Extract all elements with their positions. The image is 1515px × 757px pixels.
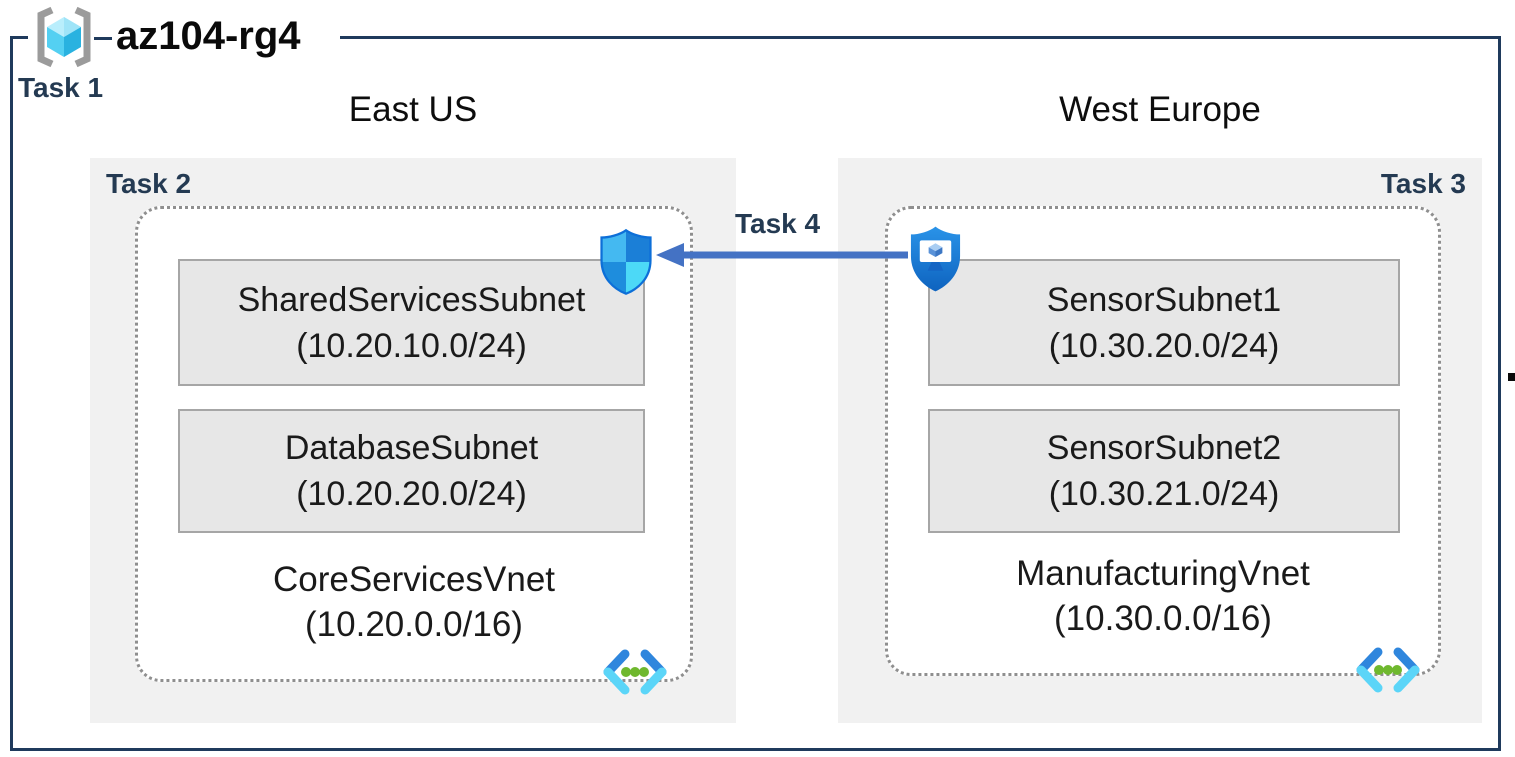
subnet-cidr: (10.30.20.0/24) (1048, 326, 1280, 365)
defender-shield-icon (600, 228, 652, 295)
border-line-stub (94, 37, 112, 40)
virtual-network-icon (1356, 647, 1420, 693)
edge-tick-mark (1508, 373, 1515, 381)
vnet-label-manufacturing: ManufacturingVnet (10.30.0.0/16) (888, 551, 1438, 641)
subnet-name: SensorSubnet1 (1046, 280, 1282, 319)
virtual-network-icon (603, 649, 667, 695)
subnet-cidr: (10.20.10.0/24) (296, 326, 527, 365)
region-box-west-europe: Task 3 SensorSubnet1 (10.30.20.0/24) Sen… (838, 158, 1482, 723)
top-border-gap (28, 33, 340, 43)
subnet-sensor1: SensorSubnet1 (10.30.20.0/24) (928, 259, 1400, 386)
vnet-name-text: CoreServicesVnet (272, 560, 556, 599)
vnet-name-text: ManufacturingVnet (1016, 554, 1310, 593)
subnet-cidr: (10.30.21.0/24) (1048, 475, 1280, 513)
resource-group-name: az104-rg4 (116, 14, 301, 58)
subnet-cidr: (10.20.20.0/24) (296, 475, 527, 513)
bastion-shield-icon (910, 226, 961, 292)
task3-label: Task 3 (1380, 168, 1466, 199)
subnet-name: SensorSubnet2 (1046, 429, 1282, 467)
vnet-cidr-text: (10.30.0.0/16) (1054, 599, 1272, 638)
region-title-west-europe: West Europe (1059, 90, 1261, 129)
vnet-label-coreservices: CoreServicesVnet (10.20.0.0/16) (138, 557, 690, 647)
task2-label: Task 2 (106, 168, 192, 199)
subnet-database: DatabaseSubnet (10.20.20.0/24) (178, 409, 645, 533)
subnet-sensor2: SensorSubnet2 (10.30.21.0/24) (928, 409, 1400, 533)
resource-group-icon (37, 6, 91, 68)
task4-label: Task 4 (735, 208, 821, 239)
peering-arrow (656, 243, 908, 267)
vnet-box-coreservices: SharedServicesSubnet (10.20.10.0/24) Dat… (135, 206, 693, 695)
task1-label: Task 1 (18, 72, 104, 103)
vnet-box-manufacturing: SensorSubnet1 (10.30.20.0/24) SensorSubn… (885, 206, 1441, 693)
subnet-name: SharedServicesSubnet (237, 280, 586, 319)
subnet-sharedservices: SharedServicesSubnet (10.20.10.0/24) (178, 259, 645, 386)
subnet-name: DatabaseSubnet (284, 429, 539, 467)
vnet-cidr-text: (10.20.0.0/16) (305, 605, 523, 644)
region-title-east-us: East US (348, 90, 478, 129)
resource-group-border (10, 36, 1501, 751)
